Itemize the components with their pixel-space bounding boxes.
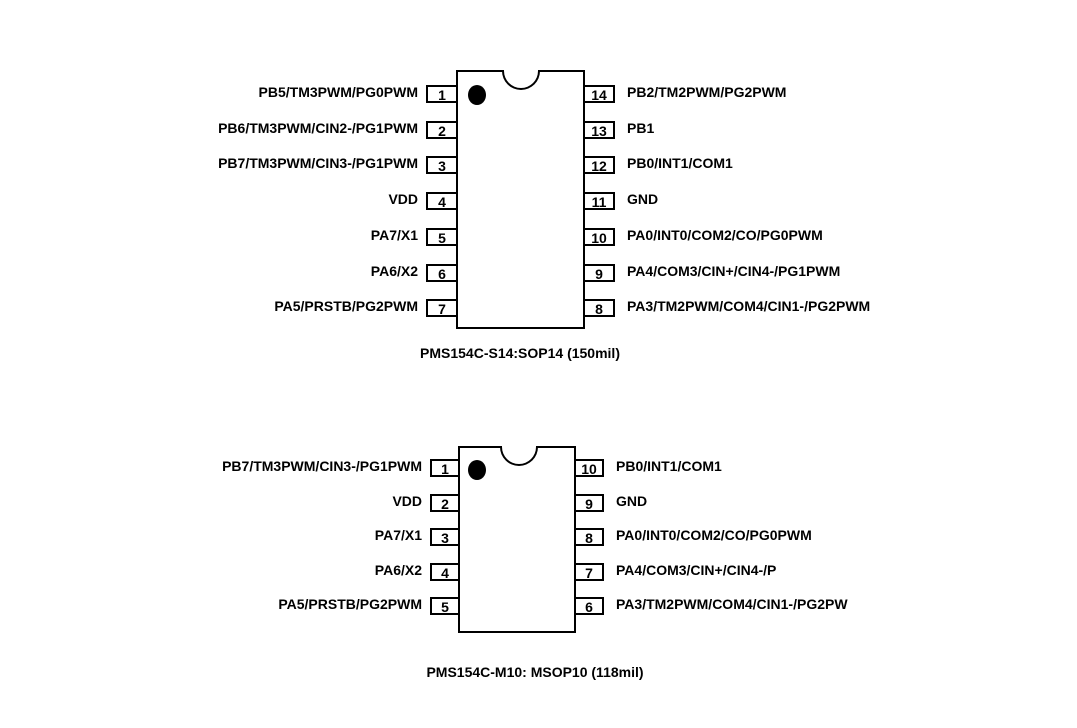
pin-number: 3	[426, 156, 458, 175]
pin-label: GND	[616, 492, 648, 509]
package-caption: PMS154C-M10: MSOP10 (118mil)	[426, 664, 644, 680]
pin-number: 14	[583, 85, 615, 103]
pin-label: PA7/X1	[370, 226, 418, 243]
pin1-notch-icon	[502, 70, 540, 90]
pin1-dot-icon	[468, 460, 486, 480]
pin-label: PA5/PRSTB/PG2PWM	[278, 596, 422, 613]
pin-number: 10	[583, 227, 615, 246]
pin-number: 10	[574, 459, 604, 477]
pin-number: 5	[426, 227, 458, 246]
pin-number: 11	[583, 192, 615, 211]
pin-label: PB7/TM3PWM/CIN3-/PG1PWM	[222, 458, 422, 474]
pin-label: PA6/X2	[370, 262, 418, 279]
pin-label: PA4/COM3/CIN+/CIN4-/P	[616, 561, 777, 578]
pin-number: 13	[583, 120, 615, 139]
pin-number: 1	[426, 85, 458, 103]
msop10-chip-body	[458, 446, 576, 633]
pin-label: PB5/TM3PWM/PG0PWM	[258, 84, 418, 100]
pin-label: PA4/COM3/CIN+/CIN4-/PG1PWM	[627, 262, 841, 279]
pin-number: 9	[574, 493, 604, 512]
pin1-notch-icon	[500, 446, 538, 466]
pin-label: PA3/TM2PWM/COM4/CIN1-/PG2PW	[616, 596, 848, 613]
pin-label: PA0/INT0/COM2/CO/PG0PWM	[616, 527, 812, 544]
package-caption: PMS154C-S14:SOP14 (150mil)	[420, 345, 620, 361]
pin-number: 7	[426, 299, 458, 318]
pin-number: 2	[430, 493, 460, 512]
pin-label: PB7/TM3PWM/CIN3-/PG1PWM	[218, 155, 418, 172]
pin-label: PA0/INT0/COM2/CO/PG0PWM	[627, 226, 823, 243]
pin-label: PB0/INT1/COM1	[616, 458, 722, 474]
pin-number: 8	[574, 528, 604, 547]
pin-number: 4	[430, 562, 460, 581]
pin-number: 7	[574, 562, 604, 581]
pin-number: 5	[430, 597, 460, 616]
pin1-dot-icon	[468, 85, 486, 105]
pin-label: PB1	[627, 119, 655, 136]
pin-label: PA6/X2	[374, 561, 422, 578]
pin-number: 8	[583, 299, 615, 318]
pin-label: PB6/TM3PWM/CIN2-/PG1PWM	[218, 119, 418, 136]
pin-label: PB0/INT1/COM1	[627, 155, 733, 172]
pin-number: 6	[426, 263, 458, 282]
pin-label: PB2/TM2PWM/PG2PWM	[627, 84, 787, 100]
pin-number: 1	[430, 459, 460, 477]
pin-label: GND	[627, 191, 659, 208]
pin-label: VDD	[392, 492, 422, 509]
pin-label: PA5/PRSTB/PG2PWM	[274, 298, 418, 315]
pin-number: 6	[574, 597, 604, 616]
pin-label: PA3/TM2PWM/COM4/CIN1-/PG2PWM	[627, 298, 871, 315]
pin-number: 4	[426, 192, 458, 211]
pin-number: 12	[583, 156, 615, 175]
pin-label: VDD	[388, 191, 418, 208]
pin-number: 2	[426, 120, 458, 139]
pin-number: 3	[430, 528, 460, 547]
sop14-chip-body	[456, 70, 585, 329]
pin-number: 9	[583, 263, 615, 282]
pin-label: PA7/X1	[374, 527, 422, 544]
